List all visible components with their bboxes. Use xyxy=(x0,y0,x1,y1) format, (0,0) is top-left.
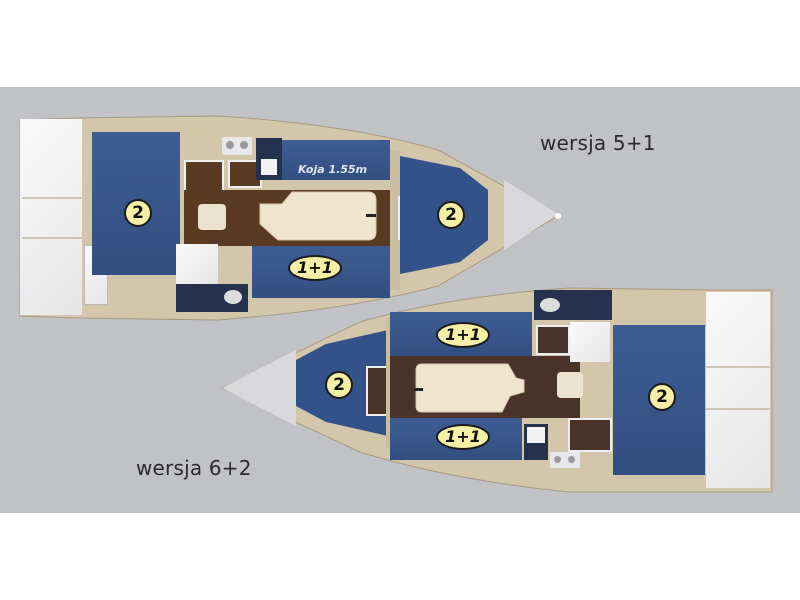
berth-count-badge: 2 xyxy=(437,201,465,229)
toilet-icon xyxy=(224,290,242,304)
toilet-icon xyxy=(540,298,560,312)
seat xyxy=(198,204,226,230)
saloon-table xyxy=(259,191,377,241)
galley-cabinet xyxy=(568,418,612,452)
berth-count-badge: 1+1 xyxy=(436,424,490,450)
stove-burner xyxy=(240,141,248,149)
berth-count-badge: 1+1 xyxy=(436,322,490,348)
locker xyxy=(366,366,388,416)
bulkhead xyxy=(390,150,400,290)
version-label-5-1: wersja 5+1 xyxy=(540,131,656,155)
cockpit-divider xyxy=(22,237,82,239)
cockpit-divider xyxy=(22,197,82,199)
seat xyxy=(557,372,583,398)
berth-length-annotation: Koja 1.55m xyxy=(298,163,368,176)
cockpit-deck-6-2 xyxy=(706,292,770,488)
version-label-6-2: wersja 6+2 xyxy=(136,456,252,480)
sink-icon xyxy=(261,159,277,175)
berth-count-badge: 2 xyxy=(124,199,152,227)
nav-station xyxy=(184,160,224,194)
cockpit-divider xyxy=(706,408,770,410)
stove-burner xyxy=(554,456,561,463)
berth-koja-5-1 xyxy=(282,140,390,180)
berth-count-badge: 1+1 xyxy=(288,255,342,281)
cockpit-divider xyxy=(706,366,770,368)
shower-area-6-2 xyxy=(570,322,610,362)
cockpit-deck-5-1 xyxy=(20,119,82,315)
stove-burner xyxy=(568,456,575,463)
stove-burner xyxy=(226,141,234,149)
sink-icon xyxy=(527,427,545,443)
head-cabinet xyxy=(536,325,570,355)
berth-count-badge: 2 xyxy=(648,383,676,411)
shower-area-5-1 xyxy=(176,244,218,284)
bulkhead xyxy=(386,318,390,448)
saloon-table xyxy=(414,363,525,413)
berth-count-badge: 2 xyxy=(325,371,353,399)
